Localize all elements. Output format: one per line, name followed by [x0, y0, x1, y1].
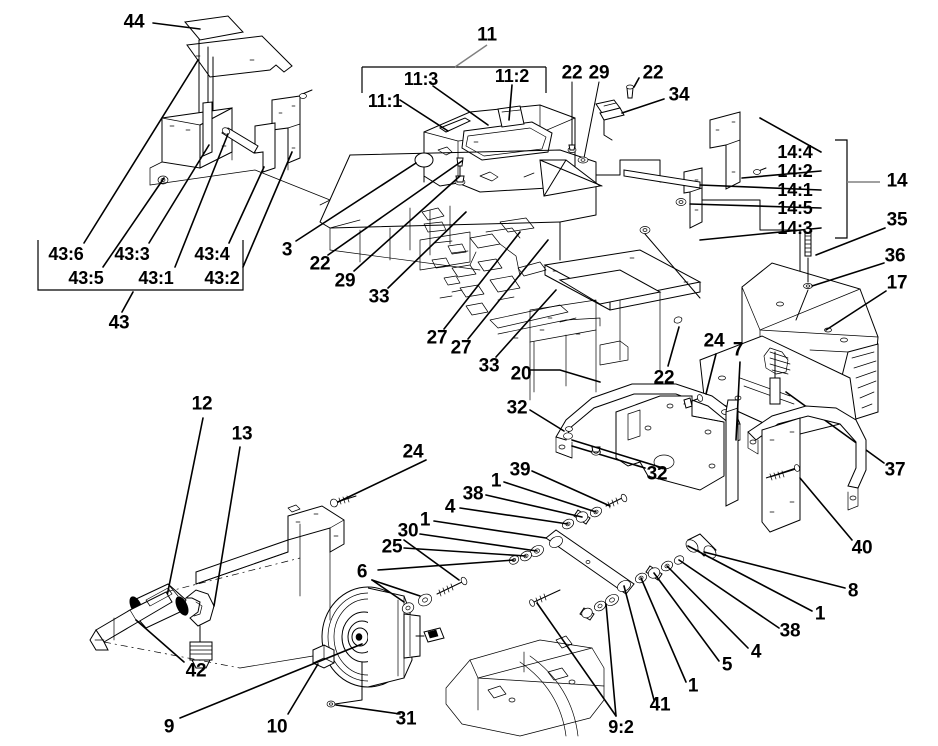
callout-33-b: 33 — [478, 355, 500, 377]
callout-36: 36 — [884, 245, 906, 267]
callout-40: 40 — [851, 537, 873, 559]
part-43-battery-tray-assembly — [149, 15, 331, 206]
callout-32-b: 32 — [646, 463, 668, 485]
callout-38-a: 38 — [462, 483, 484, 505]
callout-24-b: 24 — [703, 330, 725, 352]
part-11-console-assembly — [423, 104, 576, 193]
part-9-clutch-assembly — [179, 459, 468, 719]
callout-1-b: 1 — [419, 509, 431, 531]
callout-29-b: 29 — [334, 270, 356, 292]
callout-43-6: 43:6 — [48, 244, 84, 264]
callout-9: 9 — [163, 716, 175, 738]
part-12-13-pipe-elbow — [129, 417, 241, 669]
callout-4-b: 4 — [750, 641, 762, 663]
callout-13: 13 — [231, 423, 253, 445]
callout-14-3: 14:3 — [777, 218, 813, 238]
callout-14: 14 — [886, 170, 908, 192]
callout-43-3: 43:3 — [114, 244, 150, 264]
leader-lines-11 — [399, 84, 513, 132]
callout-22-a: 22 — [561, 62, 583, 84]
callout-1-c: 1 — [814, 603, 826, 625]
leader-lines-center — [295, 160, 601, 383]
callout-5: 5 — [721, 654, 733, 676]
callout-20: 20 — [510, 363, 532, 385]
callout-1-a: 1 — [490, 470, 502, 492]
callout-14-1: 14:1 — [777, 180, 813, 200]
engine-detail — [421, 207, 547, 316]
callout-22-d: 22 — [653, 367, 675, 389]
callout-31: 31 — [395, 708, 417, 730]
group-11-box — [361, 44, 547, 93]
callout-43: 43 — [108, 312, 130, 334]
callout-22-b: 22 — [642, 62, 664, 84]
callout-27-a: 27 — [426, 327, 448, 349]
callout-44: 44 — [123, 11, 145, 33]
callout-9-2: 9:2 — [608, 717, 634, 737]
callout-30: 30 — [397, 520, 419, 542]
callout-34: 34 — [668, 84, 690, 106]
callout-42: 42 — [185, 660, 207, 682]
callout-32-a: 32 — [506, 397, 528, 419]
callout-24-a: 24 — [402, 441, 424, 463]
callout-6: 6 — [356, 561, 368, 583]
part-42-dipstick — [89, 557, 301, 669]
callout-25: 25 — [381, 536, 403, 558]
fasteners-top-right — [567, 77, 665, 164]
callout-14-2: 14:2 — [777, 161, 813, 181]
callout-12: 12 — [191, 393, 213, 415]
callout-11: 11 — [477, 24, 497, 46]
callout-38-b: 38 — [779, 620, 801, 642]
leader-lines-14 — [639, 117, 822, 299]
callout-27-b: 27 — [450, 337, 472, 359]
part-7-center-bracket — [529, 316, 853, 541]
fasteners-misc — [563, 432, 664, 469]
part-3-knob — [414, 152, 434, 183]
callout-37: 37 — [884, 459, 906, 481]
leader-lines-washers — [377, 470, 846, 717]
callout-43-4: 43:4 — [194, 244, 230, 264]
callout-11-2: 11:2 — [494, 66, 530, 86]
callout-8: 8 — [847, 580, 859, 602]
callout-43-5: 43:5 — [68, 268, 104, 288]
callout-14-4: 14:4 — [777, 142, 813, 162]
callout-1-d: 1 — [687, 675, 699, 697]
group-14-box — [835, 139, 880, 239]
callout-41: 41 — [649, 694, 671, 716]
callout-4-a: 4 — [444, 496, 456, 518]
callout-11-3: 11:3 — [403, 69, 439, 89]
callout-3: 3 — [281, 239, 293, 261]
callout-11-1: 11:1 — [367, 91, 403, 111]
part-lower-deck — [445, 635, 605, 737]
callout-33-a: 33 — [368, 286, 390, 308]
callout-39: 39 — [509, 459, 531, 481]
leader-lines-17 — [785, 227, 887, 464]
callout-35: 35 — [886, 209, 908, 231]
callout-17: 17 — [886, 272, 908, 294]
callout-29-a: 29 — [588, 62, 610, 84]
part-link-washer-stack — [508, 493, 717, 621]
callout-43-1: 43:1 — [138, 268, 174, 288]
callout-22-c: 22 — [309, 253, 331, 275]
callout-43-2: 43:2 — [204, 268, 240, 288]
part-main-frame — [319, 111, 801, 401]
part-24-mount-bracket — [195, 495, 357, 621]
callout-10: 10 — [266, 716, 288, 738]
leader-lines-43 — [83, 22, 293, 313]
callout-7: 7 — [732, 339, 744, 361]
callout-14-5: 14:5 — [777, 198, 813, 218]
